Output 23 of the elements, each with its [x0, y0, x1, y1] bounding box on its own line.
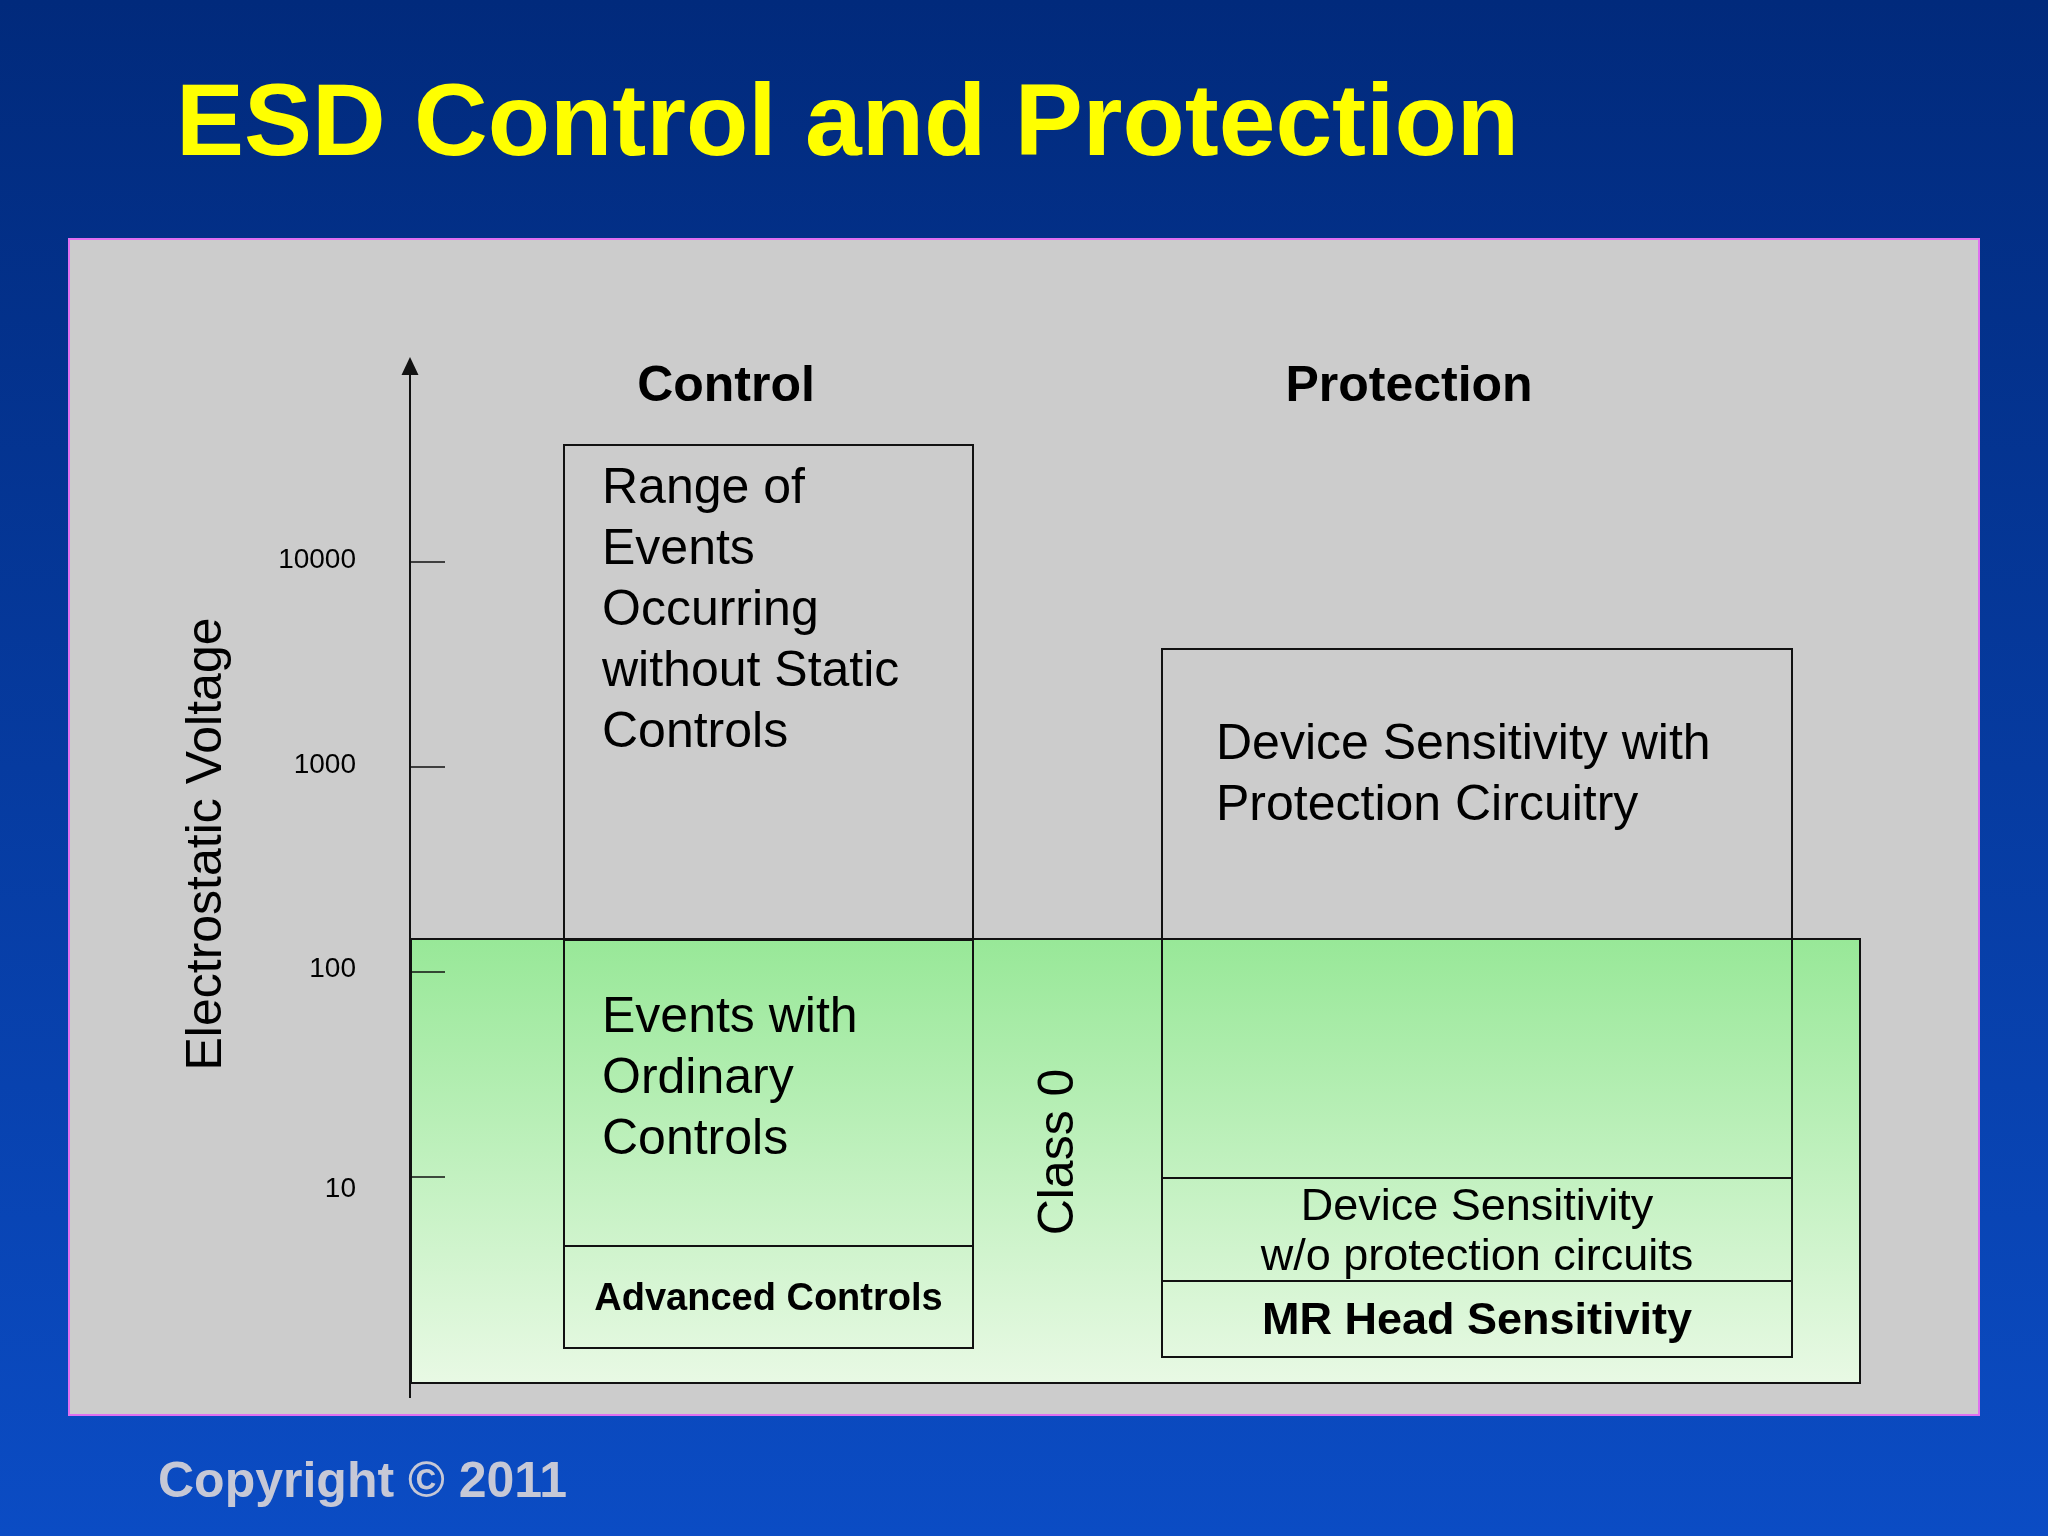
box-label: Events with Ordinary Controls — [602, 986, 859, 1167]
box-label: MR Head Sensitivity — [1261, 1293, 1693, 1345]
column-heading: Protection — [1285, 356, 1533, 414]
box-label: Range of Events Occurring without Static Controls — [602, 457, 901, 760]
class-band — [410, 938, 1861, 1384]
axis-title: Electrostatic Voltage — [176, 617, 234, 1071]
band-label: Class 0 — [1028, 1068, 1086, 1236]
tick-label: 100 — [309, 951, 356, 985]
box-label: Device Sensitivity with Protection Circuitry — [1216, 713, 1712, 833]
box-label: Device Sensitivity w/o protection circuits — [1260, 1179, 1694, 1280]
box-label: Advanced Controls — [594, 1275, 943, 1319]
tick-label: 10 — [324, 1171, 356, 1205]
region-box — [563, 1245, 974, 1349]
region-box — [1161, 1280, 1793, 1358]
region-box — [1161, 1177, 1793, 1282]
slide-title: ESD Control and Protection — [176, 62, 1520, 179]
copyright-notice: Copyright © 2011 — [158, 1452, 568, 1510]
region-box — [1161, 648, 1793, 1179]
column-heading: Control — [637, 356, 815, 414]
tick-label: 10000 — [278, 542, 356, 576]
region-box — [563, 938, 974, 1247]
tick-label: 1000 — [293, 747, 356, 781]
region-box — [563, 444, 974, 941]
